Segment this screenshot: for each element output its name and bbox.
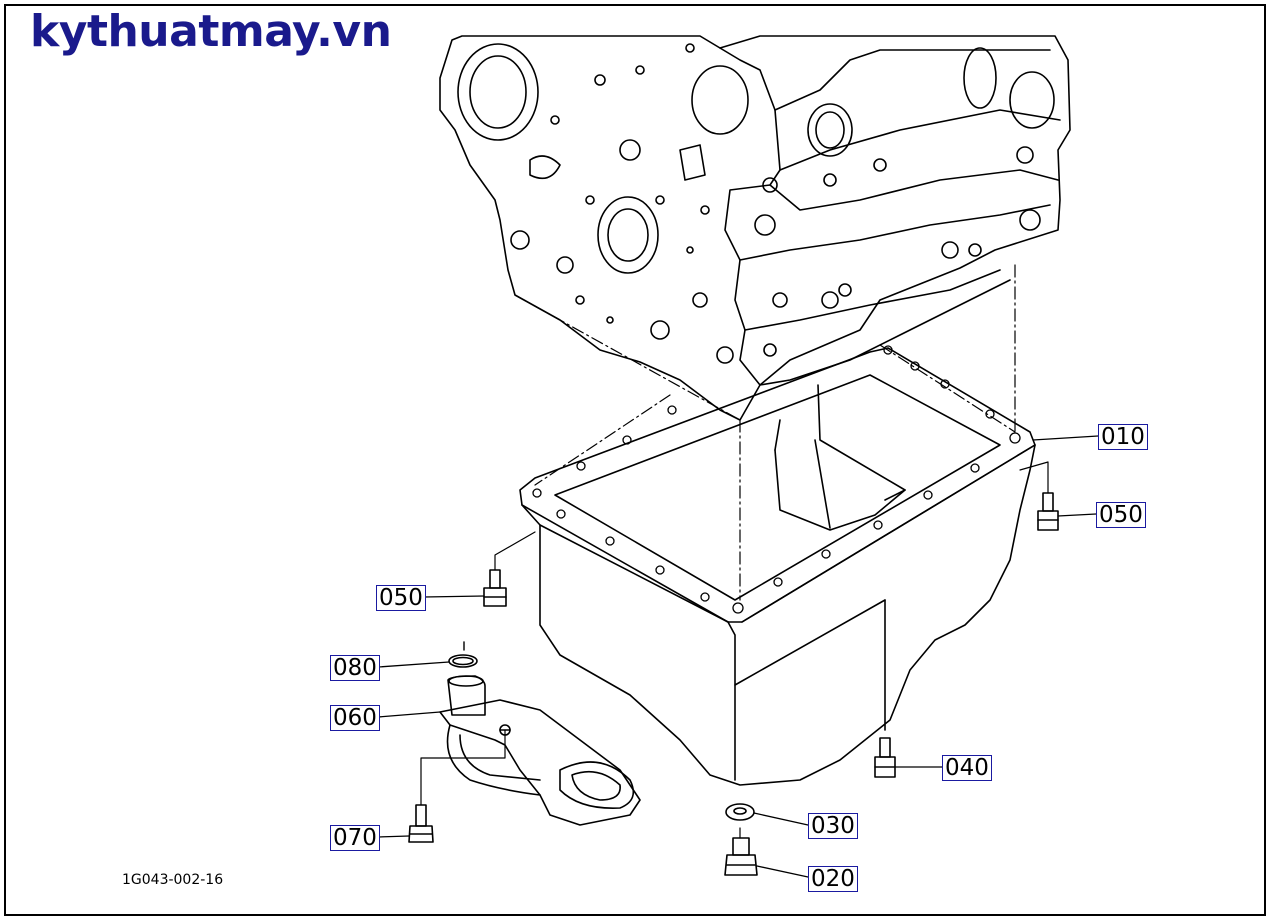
o-ring (448, 641, 478, 668)
pan-bolt-right (1019, 461, 1059, 531)
drain-plug (724, 827, 758, 876)
callout-060: 060 (330, 705, 380, 731)
drain-washer (725, 803, 755, 821)
strainer-bolt (408, 729, 506, 843)
callout-070: 070 (330, 825, 380, 851)
drawing-reference-number: 1G043-002-16 (122, 872, 224, 888)
brand-watermark: kythuatmay.vn (30, 6, 392, 57)
callout-050-right: 050 (1096, 502, 1146, 528)
oil-pan (519, 345, 1036, 786)
callout-020: 020 (808, 866, 858, 892)
callout-040: 040 (942, 755, 992, 781)
callout-080: 080 (330, 655, 380, 681)
pan-bolt-left (483, 531, 536, 607)
callout-050-left: 050 (376, 585, 426, 611)
diagram-frame (4, 4, 1266, 916)
oil-strainer (439, 675, 641, 826)
engine-block (439, 35, 1071, 421)
callout-030: 030 (808, 813, 858, 839)
leader-lines (377, 435, 1099, 878)
callout-010: 010 (1098, 424, 1148, 450)
pan-bolt-lower (874, 737, 896, 778)
